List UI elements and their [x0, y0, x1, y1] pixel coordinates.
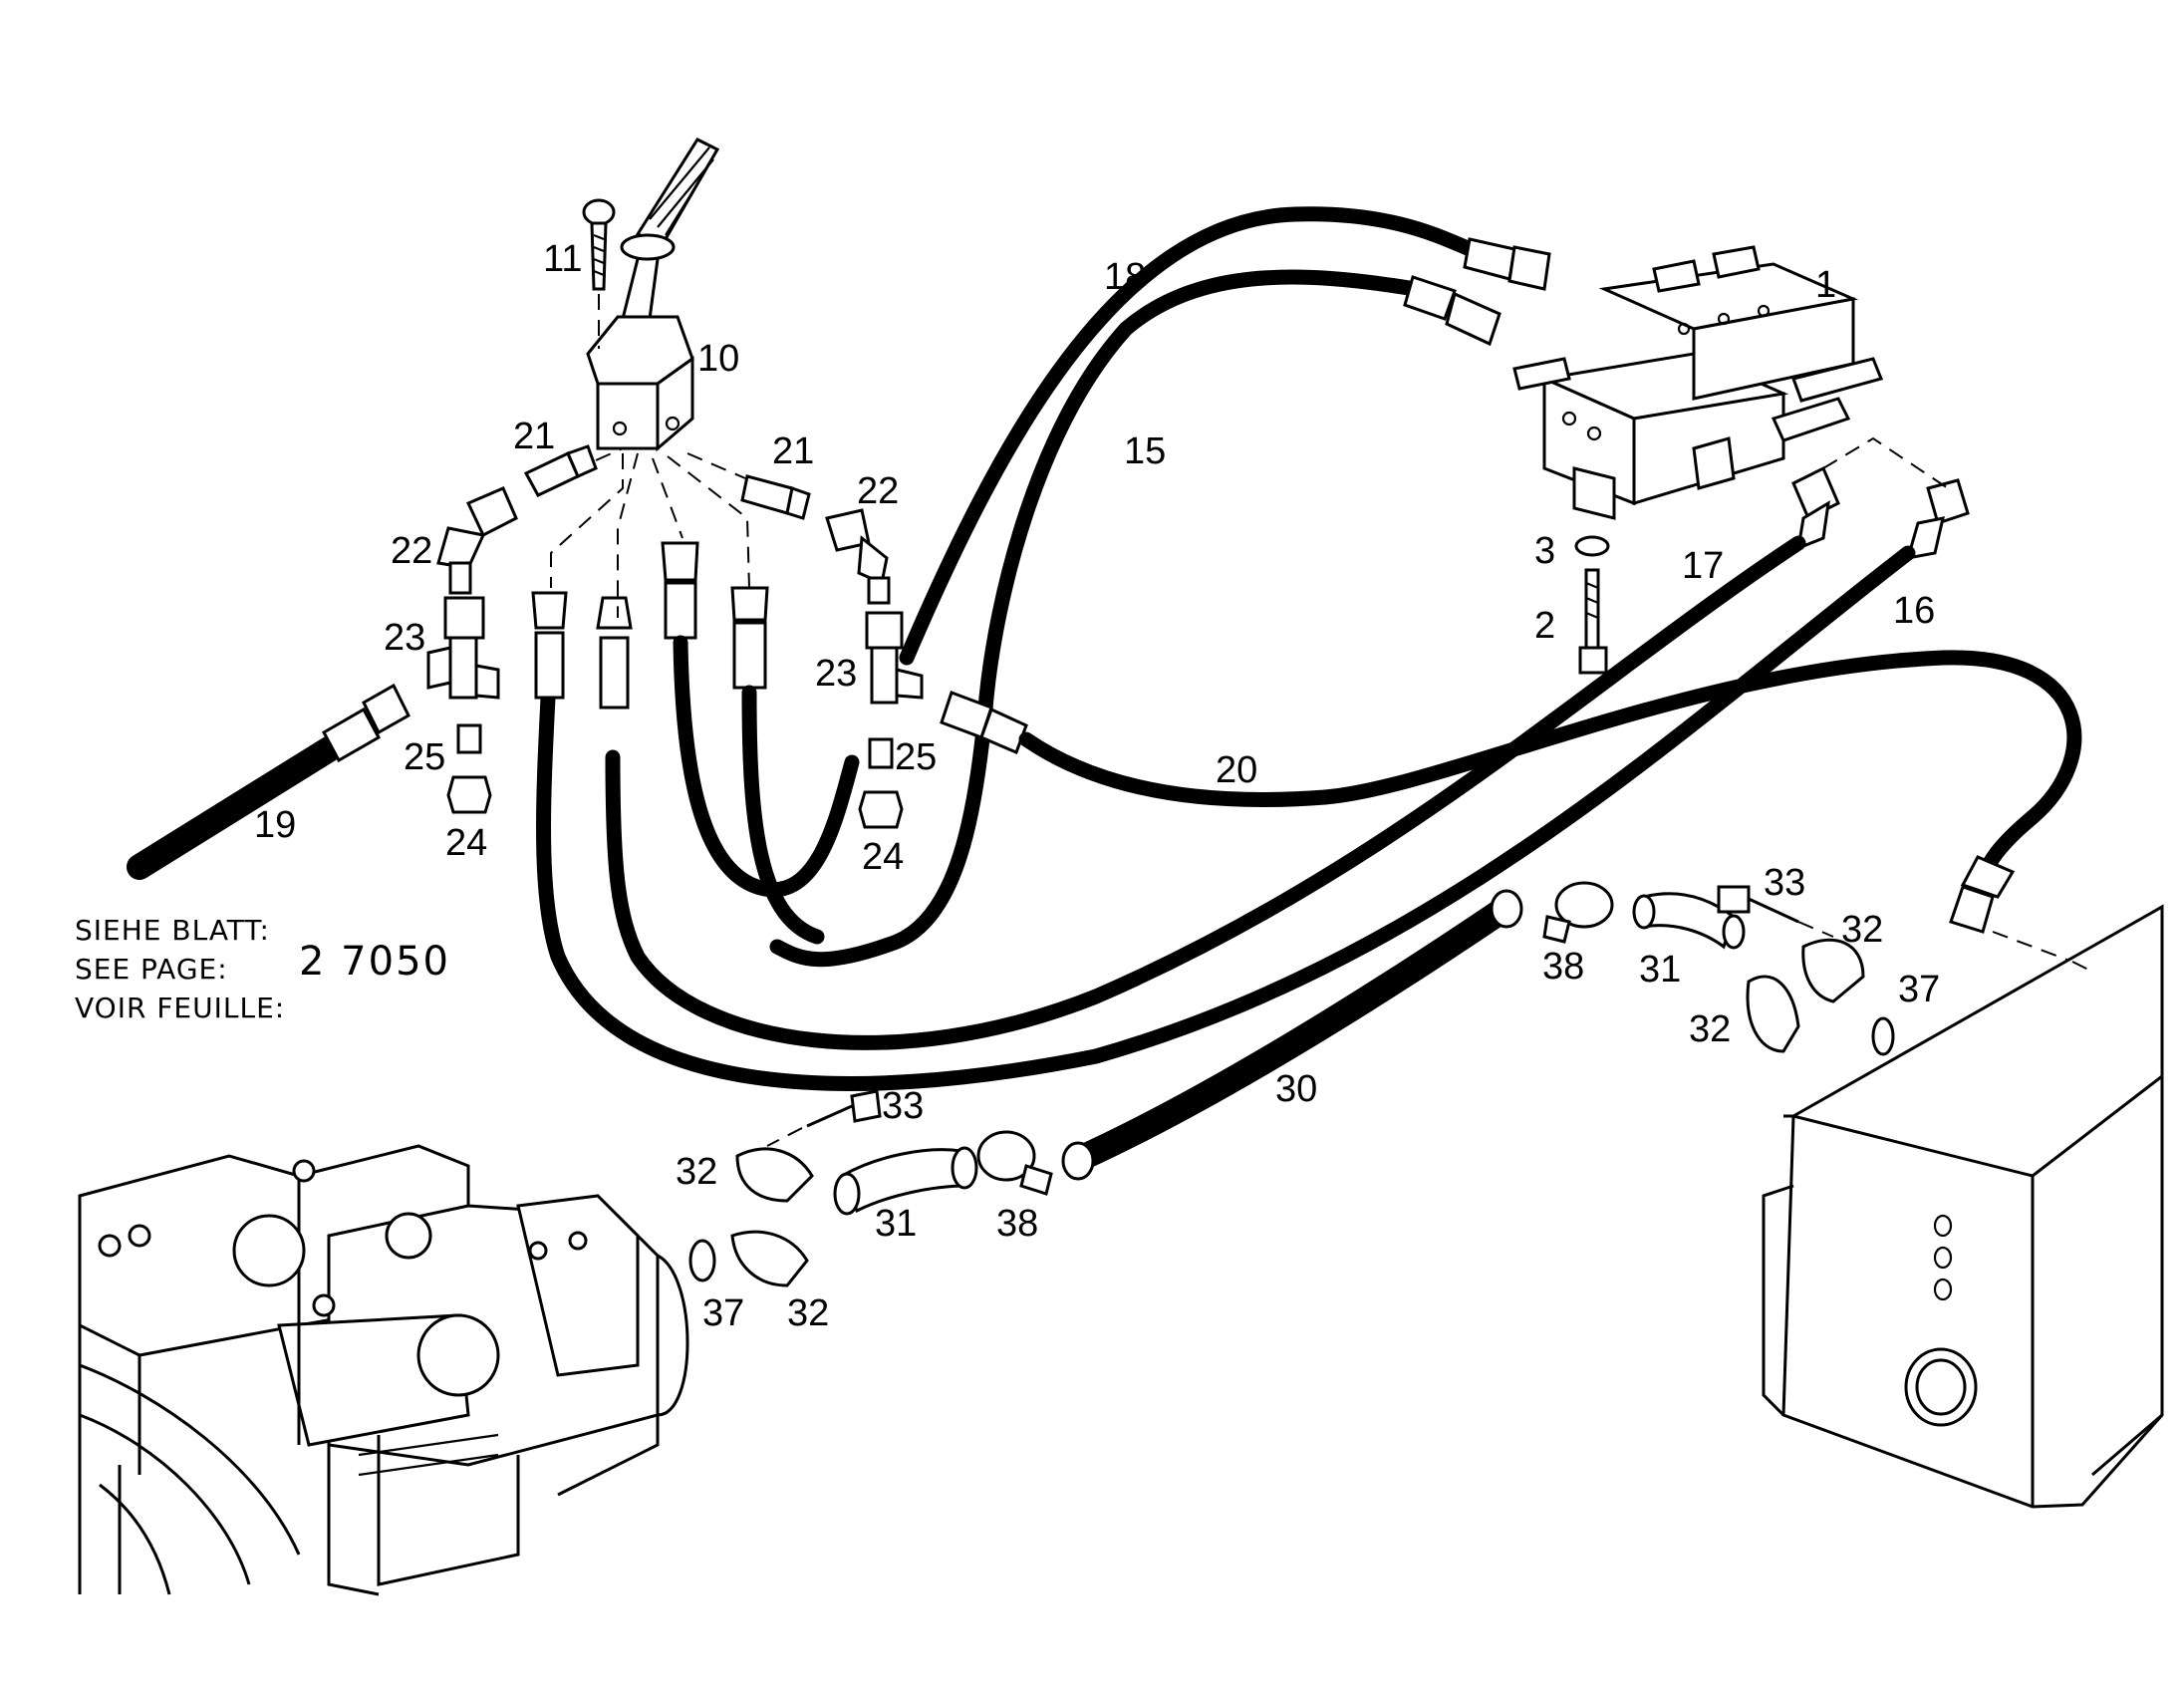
- oring-37-upper: [1871, 1016, 1895, 1056]
- callout-25-right: 25: [895, 736, 937, 778]
- flange-32-lower-a: [735, 1147, 814, 1203]
- callout-22-right: 22: [857, 470, 899, 512]
- page-reference: SIEHE BLATT: SEE PAGE: VOIR FEUILLE: 2 7…: [75, 914, 450, 1024]
- elbow-31-lower: [833, 1146, 978, 1216]
- elbow-31-upper: [1632, 892, 1746, 950]
- reference-label-en: SEE PAGE:: [75, 953, 228, 986]
- reference-label-de: SIEHE BLATT:: [75, 914, 270, 947]
- callout-20: 20: [1216, 749, 1257, 791]
- callout-3: 3: [1534, 530, 1555, 572]
- clamp-38-lower: [976, 1130, 1053, 1196]
- hose-17: [596, 465, 1840, 1050]
- hose-30: [1061, 889, 1523, 1181]
- tee-23-left: [426, 596, 500, 700]
- leader-lines: [550, 436, 1949, 618]
- callout-15: 15: [1124, 430, 1166, 472]
- callout-1: 1: [1815, 264, 1836, 306]
- callout-37-upper: 37: [1898, 969, 1940, 1010]
- callout-31-upper: 31: [1639, 949, 1681, 991]
- callout-21-right: 21: [772, 430, 814, 472]
- tee-23-right: [865, 611, 924, 705]
- hose-middle-b: [730, 586, 825, 945]
- plug-25-left: [456, 723, 482, 754]
- clamp-38-upper: [1542, 881, 1614, 944]
- callout-33-lower: 33: [882, 1085, 924, 1127]
- callout-31-lower: 31: [875, 1203, 917, 1245]
- reference-page-number: 2 7050: [299, 939, 450, 985]
- washer-3: [1574, 535, 1610, 557]
- hydraulic-tank: [1762, 904, 2164, 1509]
- oring-37-lower: [688, 1239, 716, 1282]
- callout-33-upper: 33: [1764, 862, 1805, 904]
- elbow-22-left: [436, 486, 518, 595]
- callout-37-lower: 37: [702, 1292, 744, 1334]
- callout-32-upper-a: 32: [1841, 909, 1883, 951]
- callout-21-left: 21: [513, 416, 555, 457]
- control-valve-block: [1512, 245, 1884, 520]
- hose-16: [531, 478, 1970, 1091]
- callout-11: 11: [543, 238, 582, 280]
- reference-label-fr: VOIR FEUILLE:: [75, 992, 285, 1024]
- fitting-21-left: [523, 444, 624, 497]
- callout-16: 16: [1893, 590, 1935, 632]
- hydraulic-pump: [78, 1144, 689, 1596]
- callout-17: 17: [1682, 545, 1724, 587]
- callout-38-lower: 38: [996, 1203, 1038, 1245]
- callout-10: 10: [697, 338, 739, 380]
- callout-38-upper: 38: [1542, 946, 1584, 988]
- control-lever-assembly: [586, 138, 720, 452]
- flange-32-upper-b: [1746, 975, 1800, 1053]
- callout-2: 2: [1534, 605, 1555, 647]
- nut-24-left: [446, 775, 492, 814]
- callout-23-right: 23: [815, 653, 857, 695]
- callout-32-lower-a: 32: [676, 1151, 717, 1193]
- callout-24-right: 24: [862, 836, 904, 878]
- callout-22-left: 22: [391, 530, 432, 572]
- callout-32-lower-b: 32: [787, 1292, 829, 1334]
- callout-18: 18: [1104, 256, 1146, 298]
- callout-32-upper-b: 32: [1689, 1008, 1731, 1050]
- screw-33-upper: [1717, 885, 1834, 938]
- hose-19: [127, 683, 410, 880]
- screw-33-lower: [766, 1089, 882, 1147]
- part-callouts: 1 2 3 10 11 15 16 17 18 19 20 21 21 22 2…: [254, 238, 1940, 1334]
- hose-18: [899, 206, 1551, 666]
- hose-15: [769, 269, 1502, 968]
- callout-30: 30: [1275, 1068, 1317, 1110]
- callout-23-left: 23: [384, 617, 425, 659]
- screw-11: [582, 198, 616, 349]
- flange-32-lower-b: [730, 1230, 809, 1287]
- plug-25-right: [868, 737, 894, 769]
- nut-24-right: [858, 790, 904, 829]
- elbow-22-right: [825, 508, 891, 605]
- callout-19: 19: [254, 804, 296, 846]
- callout-25-left: 25: [404, 736, 445, 778]
- bolt-2: [1578, 568, 1608, 675]
- fitting-21-right: [686, 452, 811, 520]
- callout-24-left: 24: [445, 822, 487, 864]
- hose-middle-a: [661, 541, 860, 898]
- flange-32-upper-a: [1801, 938, 1865, 1003]
